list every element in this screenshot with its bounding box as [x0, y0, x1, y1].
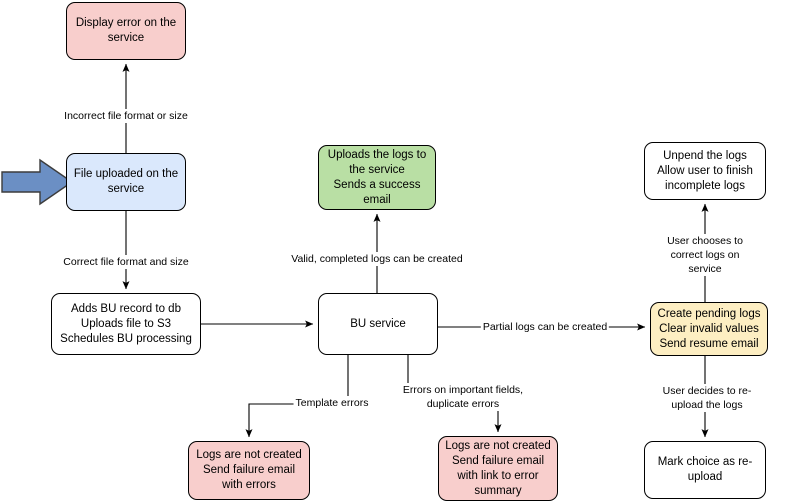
node-mark-choice-as-re-upload[interactable]: Mark choice as re- upload — [644, 441, 766, 499]
edge-label-partial-logs: Partial logs can be created — [480, 320, 610, 334]
node-display-error[interactable]: Display error on the service — [66, 2, 186, 60]
entry-block-arrow — [1, 158, 74, 206]
node-bu-service[interactable]: BU service — [318, 293, 438, 355]
edge-label-user-decides-to-reupload: User decides to re-upload the logs — [660, 384, 754, 412]
edge-label-correct-file-format: Correct file format and size — [61, 255, 191, 269]
edge-label-user-chooses-to-correct-logs: User chooses to correct logs on service — [657, 234, 753, 276]
node-uploads-the-logs[interactable]: Uploads the logs to the service Sends a … — [318, 145, 436, 210]
node-logs-not-created-field-errors[interactable]: Logs are not created Send failure email … — [438, 436, 558, 501]
edge-label-incorrect-file-format: Incorrect file format or size — [62, 109, 190, 123]
node-file-uploaded-on-the-service[interactable]: File uploaded on the service — [66, 153, 186, 211]
edge-label-valid-completed-logs: Valid, completed logs can be created — [289, 252, 465, 266]
node-unpend-the-logs[interactable]: Unpend the logs Allow user to finish inc… — [644, 142, 766, 200]
node-create-pending-logs[interactable]: Create pending logs Clear invalid values… — [650, 302, 768, 356]
edge-label-errors-on-important-fields: Errors on important fields, duplicate er… — [400, 383, 526, 411]
node-adds-bu-record-to-db[interactable]: Adds BU record to db Uploads file to S3 … — [51, 293, 201, 355]
node-logs-not-created-template-errors[interactable]: Logs are not created Send failure email … — [188, 441, 310, 500]
edge-label-template-errors: Template errors — [293, 396, 371, 410]
